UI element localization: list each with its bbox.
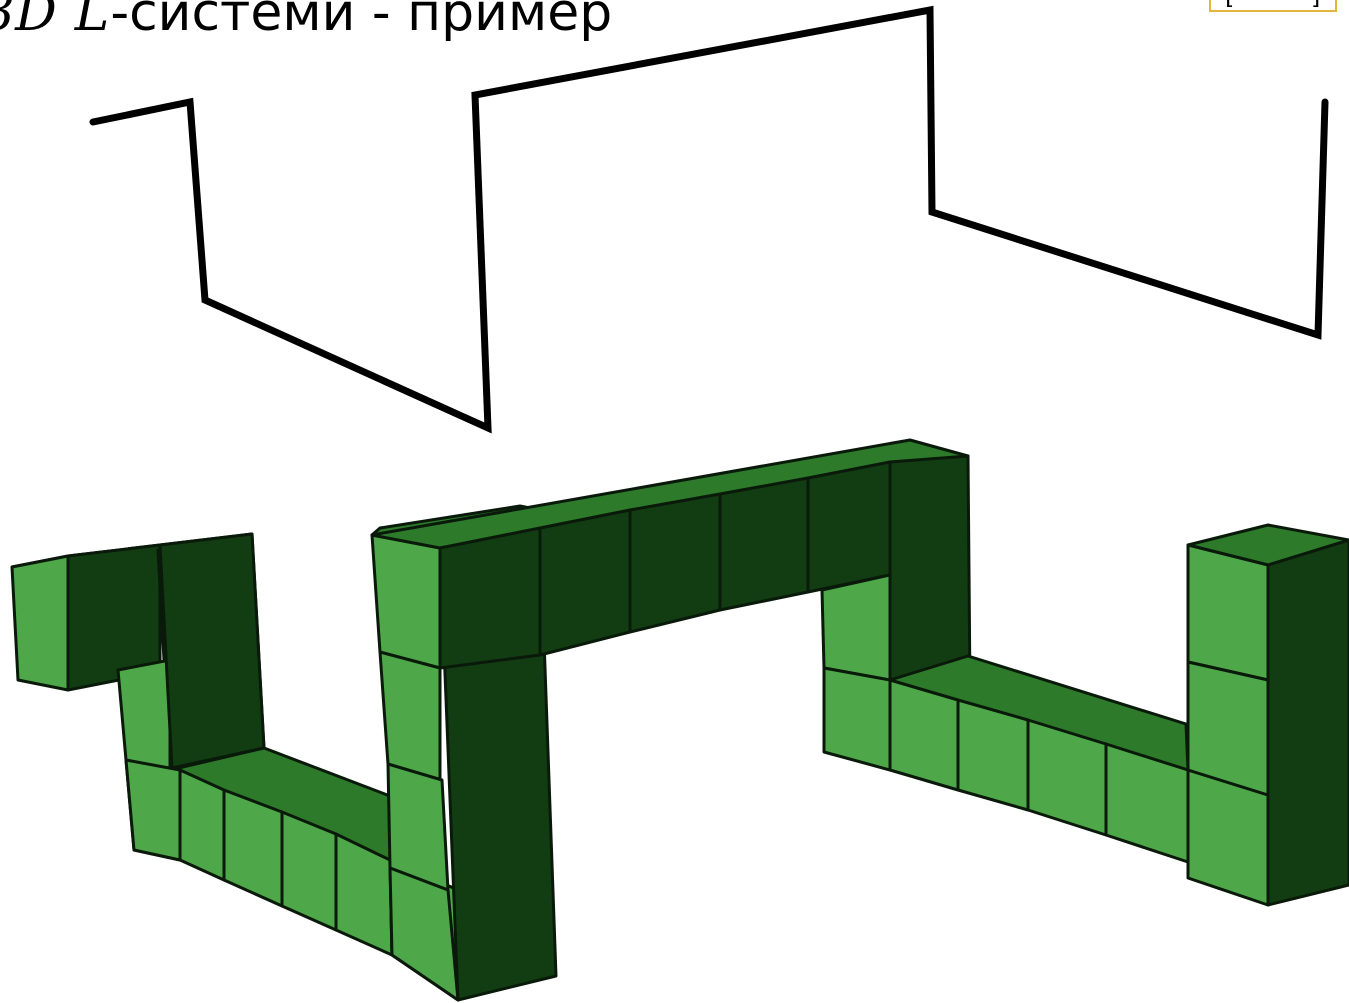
right-walkway-front-1 bbox=[888, 678, 960, 792]
right-drop-front-1 bbox=[820, 573, 892, 682]
bridge-front-2 bbox=[538, 508, 632, 657]
left-hook-front-1 bbox=[10, 554, 70, 692]
right-column-side bbox=[1266, 538, 1349, 907]
center-left-front-2 bbox=[378, 650, 442, 782]
left-walkway-front-4 bbox=[280, 810, 338, 932]
right-drop-front-2 bbox=[822, 666, 892, 772]
center-left-front-1 bbox=[370, 533, 442, 670]
title-rest: -системи - пример bbox=[110, 0, 613, 43]
bridge-front-5 bbox=[806, 460, 892, 594]
left-walkway-front-1 bbox=[124, 758, 182, 862]
left-walkway-front-3 bbox=[222, 788, 284, 908]
bridge-front-1 bbox=[438, 526, 542, 670]
slide-navigation[interactable]: [ ] bbox=[1209, 0, 1337, 12]
nav-left-label[interactable]: [ bbox=[1225, 0, 1234, 10]
title-prefix: 3D bbox=[0, 0, 57, 43]
bridge-front-6 bbox=[888, 454, 972, 692]
bridge-front-3 bbox=[628, 492, 722, 634]
nav-right-label[interactable]: ] bbox=[1311, 0, 1320, 10]
l-system-path bbox=[89, 5, 1329, 434]
right-walkway-front-2 bbox=[956, 698, 1030, 812]
path-line bbox=[89, 5, 1329, 434]
right-column-front-1 bbox=[1186, 543, 1270, 682]
right-column-front-2 bbox=[1186, 660, 1270, 797]
title-symbol: L bbox=[74, 0, 110, 43]
left-column-dark bbox=[158, 532, 266, 770]
slide-title: 3D L -системи - пример bbox=[0, 0, 612, 48]
left-walkway-front-2 bbox=[178, 768, 226, 882]
bridge-front-4 bbox=[718, 476, 810, 612]
left-column-front bbox=[116, 658, 172, 772]
green-block-structure bbox=[10, 438, 1349, 1002]
